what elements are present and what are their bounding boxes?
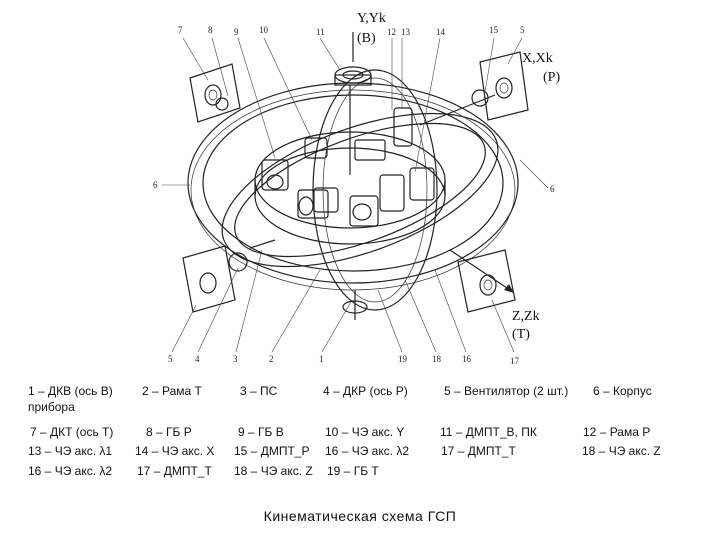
z-axis-sublabel: (T) xyxy=(512,327,530,342)
legend-item-15: 15 – ДМПТ_Р xyxy=(234,444,310,458)
callout-6-left: 6 xyxy=(153,180,158,190)
callout-12: 12 xyxy=(387,27,396,37)
legend-item-9: 9 – ГБ В xyxy=(238,425,284,439)
bracket-bottom-right xyxy=(457,249,516,313)
callout-5-top: 5 xyxy=(520,25,525,35)
inner-gimbal-ring xyxy=(221,112,499,268)
x-axis-label: X,Xk xyxy=(522,51,553,66)
legend-item-14: 14 – ЧЭ акс. X xyxy=(135,444,215,458)
bottom-bearing xyxy=(342,290,368,320)
legend-item-3: 3 – ПС xyxy=(240,384,278,398)
callout-4: 4 xyxy=(195,354,200,364)
callouts-top: 7 8 9 10 11 12 13 14 15 5 xyxy=(178,25,525,37)
legend-item-11: 11 – ДМПТ_В, ПК xyxy=(440,425,537,439)
legend-item-10: 10 – ЧЭ акс. Y xyxy=(325,425,405,439)
callout-2: 2 xyxy=(269,354,274,364)
y-axis-label: Y,Yk xyxy=(357,11,386,26)
callout-11: 11 xyxy=(316,27,325,37)
z-axis-line xyxy=(449,249,511,291)
sensor-blocks xyxy=(261,107,435,227)
callout-9: 9 xyxy=(234,27,239,37)
bracket-bottom-left xyxy=(182,245,236,313)
legend: 1 – ДКВ (ось В) прибора 2 – Рама Т 3 – П… xyxy=(0,383,720,493)
legend-item-12: 12 – Рама Р xyxy=(583,425,651,439)
gear-motors xyxy=(215,89,489,272)
callout-15: 15 xyxy=(489,25,499,35)
callout-10: 10 xyxy=(259,25,269,35)
legend-item-2: 2 – Рама Т xyxy=(142,384,202,398)
callout-16: 16 xyxy=(462,354,472,364)
legend-item-1: 1 – ДКВ (ось В) xyxy=(28,384,113,398)
legend-item-18: 18 – ЧЭ акс. Z xyxy=(582,444,661,458)
legend-item-17b: 17 – ДМПТ_Т xyxy=(137,464,212,478)
top-bearing xyxy=(334,66,372,86)
legend-item-18b: 18 – ЧЭ акс. Z xyxy=(234,464,313,478)
callout-1: 1 xyxy=(319,354,324,364)
callout-13: 13 xyxy=(401,27,411,37)
z-axis-arrowhead xyxy=(504,284,514,293)
legend-item-19: 19 – ГБ Т xyxy=(327,464,379,478)
callout-7: 7 xyxy=(178,25,183,35)
legend-item-17: 17 – ДМПТ_Т xyxy=(441,444,516,458)
y-axis-sublabel: (B) xyxy=(357,31,376,46)
legend-item-16b: 16 – ЧЭ акс. λ2 xyxy=(28,464,113,478)
legend-item-7: 7 – ДКТ (ось Т) xyxy=(30,425,114,439)
legend-item-16: 16 – ЧЭ акс. λ2 xyxy=(325,444,410,458)
callouts-side: 6 6 xyxy=(153,180,555,194)
callout-18: 18 xyxy=(432,354,442,364)
legend-item-13: 13 – ЧЭ акс. λ1 xyxy=(28,444,113,458)
legend-item-4: 4 – ДКР (ось Р) xyxy=(323,384,408,398)
x-axis-shaft xyxy=(419,94,496,126)
callouts-bottom: 5 4 3 2 1 19 18 16 17 xyxy=(168,354,520,366)
leader-lines xyxy=(162,37,549,353)
bracket-top-right xyxy=(479,51,529,121)
callout-3: 3 xyxy=(233,354,238,364)
x-axis-sublabel: (P) xyxy=(543,70,560,85)
figure-caption: Кинематическая схема ГСП xyxy=(263,508,457,524)
callout-19: 19 xyxy=(398,354,408,364)
callout-6-right: 6 xyxy=(550,184,555,194)
legend-item-6: 6 – Корпус xyxy=(593,384,652,398)
legend-item-1-cont: прибора xyxy=(28,400,75,414)
bracket-top-left xyxy=(189,63,241,123)
legend-item-5: 5 – Вентилятор (2 шт.) xyxy=(444,384,569,398)
z-axis-shaft xyxy=(249,239,276,249)
callout-14: 14 xyxy=(436,27,446,37)
callout-5-bottom: 5 xyxy=(168,354,173,364)
legend-item-8: 8 – ГБ Р xyxy=(146,425,192,439)
callout-17: 17 xyxy=(510,356,520,366)
z-axis-label: Z,Zk xyxy=(512,309,540,324)
callout-8: 8 xyxy=(208,25,213,35)
gyro-platform-diagram: Y,Yk (B) X,Xk (P) Z,Zk (T) 7 8 9 10 11 1… xyxy=(153,11,560,366)
vertical-ring xyxy=(312,69,438,311)
